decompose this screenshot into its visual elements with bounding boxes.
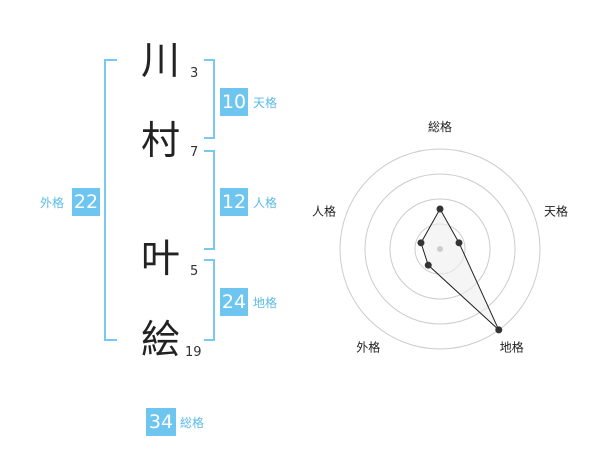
name-char-4: 絵 <box>141 318 181 363</box>
radar-ring <box>339 148 541 350</box>
radar-axis-label: 総格 <box>428 119 452 134</box>
name-char-2: 村 <box>141 119 181 164</box>
name-char-3: 叶 <box>141 237 181 282</box>
radar-axis-label: 天格 <box>544 203 568 218</box>
radar-point-2 <box>455 239 463 247</box>
stroke-count-1: 3 <box>190 66 199 81</box>
radar-ring <box>364 173 516 325</box>
jinkaku-badge: 12 <box>220 188 248 216</box>
stroke-count-3: 5 <box>190 264 199 279</box>
jinkaku-label: 人格 <box>253 196 278 210</box>
chikaku-label: 地格 <box>253 296 278 310</box>
radar-point-1 <box>436 205 444 213</box>
radar-axis-label: 地格 <box>500 340 524 355</box>
radar-center-point <box>437 246 443 252</box>
gaikaku-badge: 22 <box>72 188 100 216</box>
radar-point-5 <box>417 239 425 247</box>
name-char-1: 川 <box>141 39 181 84</box>
soukaku-badge: 34 <box>146 408 176 436</box>
tenkaku-badge: 10 <box>220 88 248 116</box>
radar-axis-label: 人格 <box>312 203 336 218</box>
gaikaku-label: 外格 <box>40 196 65 210</box>
soukaku-label: 総格 <box>180 416 205 430</box>
chikaku-badge: 24 <box>220 288 248 316</box>
radar-axis-label: 外格 <box>356 340 380 355</box>
gaikaku-bracket <box>104 59 117 341</box>
radar-point-3 <box>495 326 503 334</box>
tenkaku-label: 天格 <box>253 96 278 110</box>
tenkaku-bracket <box>204 59 215 139</box>
radar-ring <box>389 198 491 300</box>
jinkaku-bracket <box>204 150 215 250</box>
radar-series-polygon <box>420 207 500 331</box>
radar-point-4 <box>424 261 432 269</box>
stroke-count-4: 19 <box>185 345 202 360</box>
chikaku-bracket <box>204 259 215 341</box>
stroke-count-2: 7 <box>190 145 199 160</box>
